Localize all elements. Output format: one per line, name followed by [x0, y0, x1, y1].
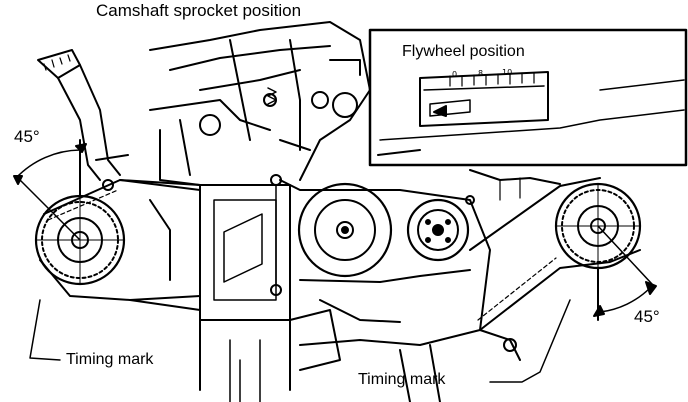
angle-mark-left — [13, 139, 87, 241]
oil-filler-pipe — [37, 49, 129, 181]
figure-title: Camshaft sprocket position — [96, 1, 302, 20]
timing-belt-right — [469, 177, 641, 331]
crankshaft-pulley — [297, 182, 393, 278]
inset-scale-label: 0 — [452, 70, 458, 79]
idler-pulley — [406, 198, 470, 262]
inset-title: Flywheel position — [402, 43, 525, 60]
timing-mark-label-left: Timing mark — [66, 351, 154, 368]
left-camshaft-sprocket — [34, 194, 126, 286]
flywheel-inset — [368, 28, 688, 167]
engine-upper-block — [149, 21, 371, 186]
timing-mark-label-right: Timing mark — [358, 371, 446, 388]
inset-scale-label: 8 — [478, 69, 484, 78]
engine-lower-block — [102, 169, 561, 402]
angle-label-right: 45° — [634, 307, 660, 326]
angle-mark-right — [593, 225, 657, 321]
leader-lines — [29, 299, 571, 383]
inset-scale-label: 10 — [502, 68, 513, 77]
angle-label-left: 45° — [14, 127, 40, 146]
